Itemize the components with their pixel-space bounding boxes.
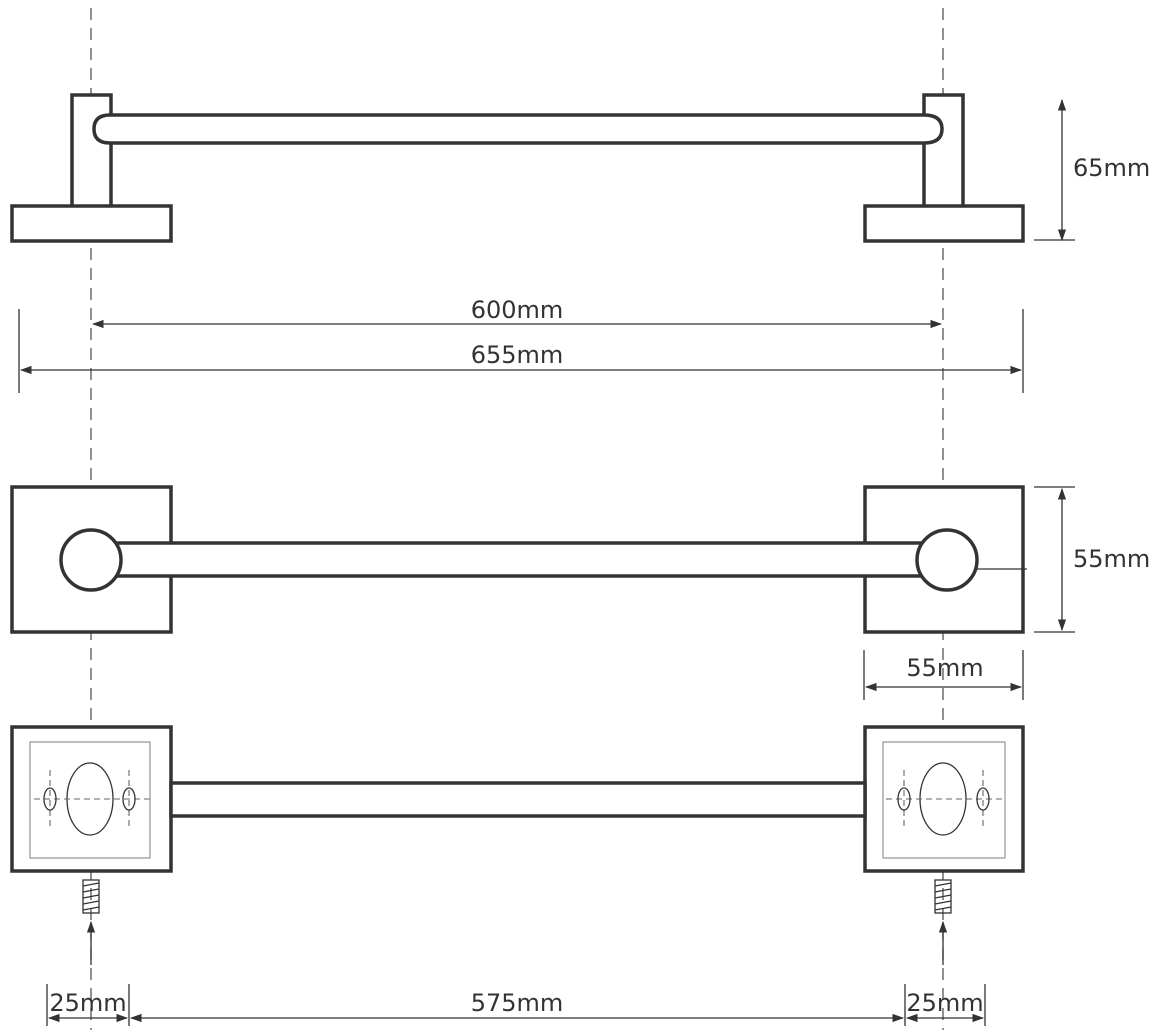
left-base-side	[10, 204, 173, 243]
dim-label-600: 600mm	[471, 296, 564, 324]
dim-label-25-right: 25mm	[906, 989, 983, 1017]
dim-center-distance: 600mm	[91, 296, 943, 329]
left-rod-cap	[59, 528, 123, 592]
dim-base-width: 55mm	[863, 650, 1024, 700]
right-screw	[934, 879, 952, 965]
right-post	[922, 93, 965, 209]
left-screw	[82, 879, 100, 965]
left-post	[70, 93, 113, 209]
dim-base-height: 55mm	[1034, 486, 1150, 633]
side-rod	[92, 113, 944, 145]
right-mounting-plate	[882, 741, 1006, 859]
dim-label-25-left: 25mm	[49, 989, 126, 1017]
dim-label-65: 65mm	[1073, 154, 1150, 182]
dim-overall-length: 655mm	[18, 309, 1024, 393]
left-mounting-plate	[29, 741, 152, 859]
dim-label-55-width: 55mm	[906, 654, 983, 682]
dim-label-55-height: 55mm	[1073, 545, 1150, 573]
right-base-side	[863, 204, 1025, 243]
top-rod	[108, 541, 948, 578]
rear-view	[10, 725, 1025, 965]
dim-bottom-row: 25mm 575mm 25mm	[46, 984, 986, 1026]
right-rod-cap	[915, 528, 979, 592]
dim-height-side: 65mm	[1034, 98, 1150, 242]
dim-label-575: 575mm	[471, 989, 564, 1017]
rear-rod	[169, 781, 867, 818]
dim-label-655: 655mm	[471, 341, 564, 369]
side-view	[10, 93, 1025, 243]
top-view	[10, 485, 1027, 634]
center-lines	[90, 8, 944, 1030]
